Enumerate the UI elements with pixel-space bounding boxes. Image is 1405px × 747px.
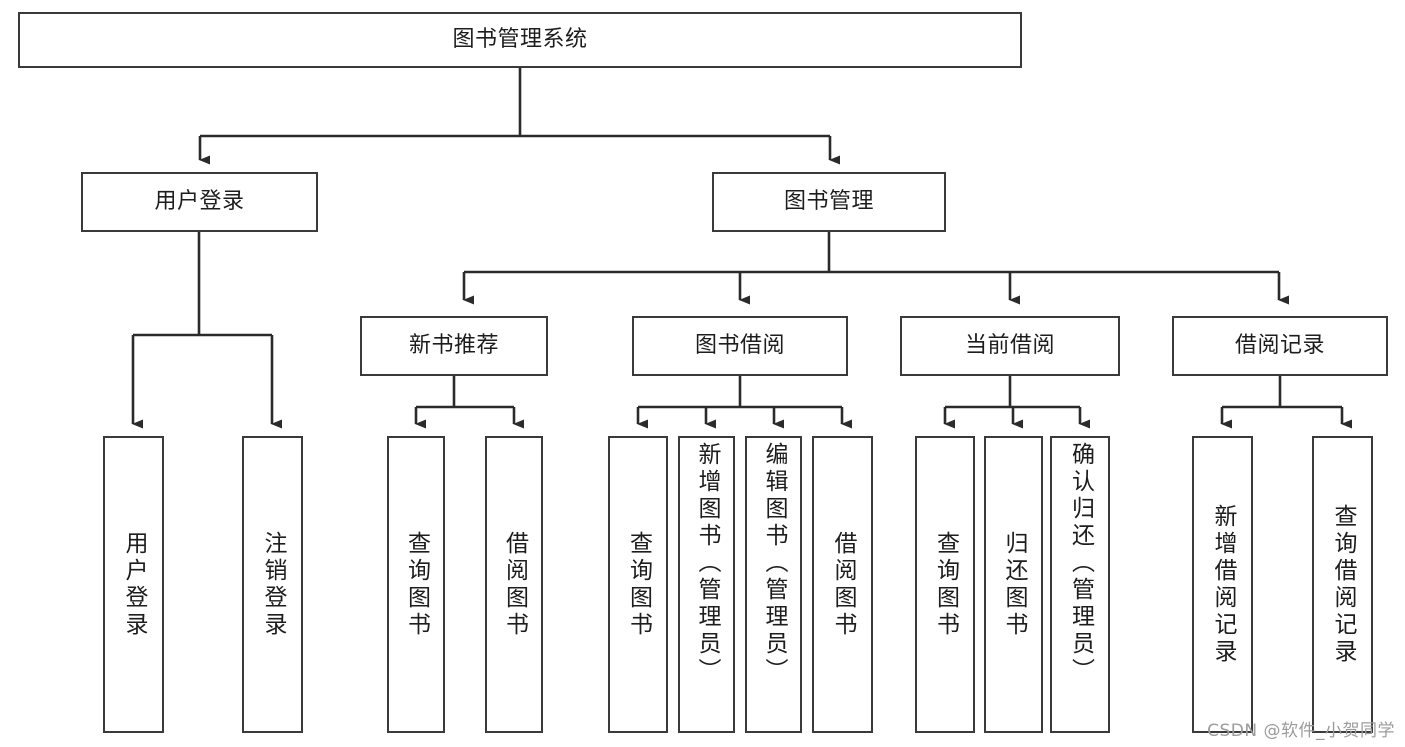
watermark: CSDN @软件_小贺同学 (1207, 721, 1395, 741)
leaf-query-record[interactable]: 查询借阅记录 (1312, 436, 1373, 733)
leaf-borrow-book-2[interactable]: 借阅图书 (812, 436, 873, 733)
leaf-query-book-3[interactable]: 查询图书 (915, 436, 975, 733)
leaf-borrow-book-1[interactable]: 借阅图书 (485, 436, 543, 733)
leaf-confirm-return-label: 确认归还（管理员） (1067, 442, 1094, 685)
node-root[interactable]: 图书管理系统 (18, 12, 1022, 68)
node-new-book-recommend-label: 新书推荐 (408, 333, 499, 359)
node-new-book-recommend[interactable]: 新书推荐 (360, 316, 548, 376)
node-book-manage-label: 图书管理 (783, 189, 874, 215)
node-borrow-record-label: 借阅记录 (1234, 333, 1325, 359)
leaf-add-book[interactable]: 新增图书（管理员） (678, 436, 735, 733)
leaf-return-book[interactable]: 归还图书 (984, 436, 1043, 733)
node-user-login[interactable]: 用户登录 (81, 172, 318, 232)
leaf-edit-book-label: 编辑图书（管理员） (761, 442, 787, 685)
leaf-user-logout-label: 注销登录 (260, 530, 286, 639)
leaf-query-book-2[interactable]: 查询图书 (608, 436, 668, 733)
leaf-confirm-return[interactable]: 确认归还（管理员） (1050, 436, 1110, 733)
node-book-borrow[interactable]: 图书借阅 (632, 316, 848, 376)
leaf-return-book-label: 归还图书 (1001, 530, 1027, 639)
leaf-query-book-1-label: 查询图书 (403, 530, 430, 639)
leaf-borrow-book-2-label: 借阅图书 (830, 530, 856, 639)
leaf-borrow-book-1-label: 借阅图书 (501, 530, 528, 639)
leaf-query-book-3-label: 查询图书 (932, 530, 959, 639)
leaf-edit-book[interactable]: 编辑图书（管理员） (745, 436, 802, 733)
node-current-borrow[interactable]: 当前借阅 (900, 316, 1120, 376)
leaf-user-login[interactable]: 用户登录 (103, 436, 164, 733)
leaf-add-record-label: 新增借阅记录 (1210, 503, 1236, 666)
leaf-user-logout[interactable]: 注销登录 (242, 436, 303, 733)
leaf-query-book-2-label: 查询图书 (625, 530, 652, 639)
node-book-borrow-label: 图书借阅 (694, 333, 785, 359)
leaf-add-record[interactable]: 新增借阅记录 (1192, 436, 1253, 733)
node-current-borrow-label: 当前借阅 (964, 333, 1055, 359)
leaf-query-record-label: 查询借阅记录 (1330, 503, 1356, 666)
leaf-user-login-label: 用户登录 (121, 530, 147, 639)
node-book-manage[interactable]: 图书管理 (712, 172, 946, 232)
node-borrow-record[interactable]: 借阅记录 (1172, 316, 1388, 376)
leaf-add-book-label: 新增图书（管理员） (694, 442, 720, 685)
node-user-login-label: 用户登录 (154, 189, 245, 215)
leaf-query-book-1[interactable]: 查询图书 (387, 436, 445, 733)
node-root-label: 图书管理系统 (452, 27, 588, 53)
